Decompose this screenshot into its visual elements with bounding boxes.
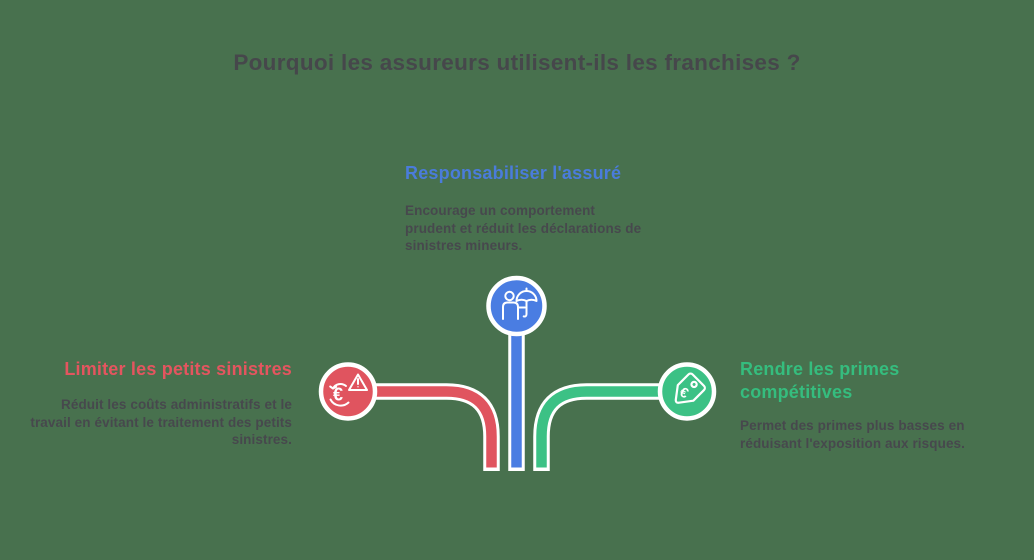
- branch-left-body: Réduit les coûts administratifs et le tr…: [30, 397, 292, 447]
- connector-green: [536, 386, 687, 468]
- person-umbrella-icon: [502, 287, 538, 320]
- branch-top-body: Encourage un comportement prudent et réd…: [405, 203, 642, 253]
- branch-top-heading: Responsabiliser l'assuré: [405, 163, 622, 183]
- node-circle-blue: [486, 275, 547, 337]
- node-circle-green: [657, 362, 717, 421]
- page-title: Pourquoi les assureurs utilisent-ils les…: [233, 50, 801, 75]
- branch-right-body: Permet des primes plus basses en réduisa…: [740, 418, 966, 451]
- euro-warning-icon: €: [329, 373, 368, 407]
- node-circle-red: [318, 362, 378, 421]
- branch-right-heading: Rendre les primes compétitives: [740, 359, 900, 402]
- branch-left-heading: Limiter les petits sinistres: [64, 359, 292, 379]
- svg-text:€: €: [333, 385, 343, 405]
- connector-red: [348, 386, 497, 468]
